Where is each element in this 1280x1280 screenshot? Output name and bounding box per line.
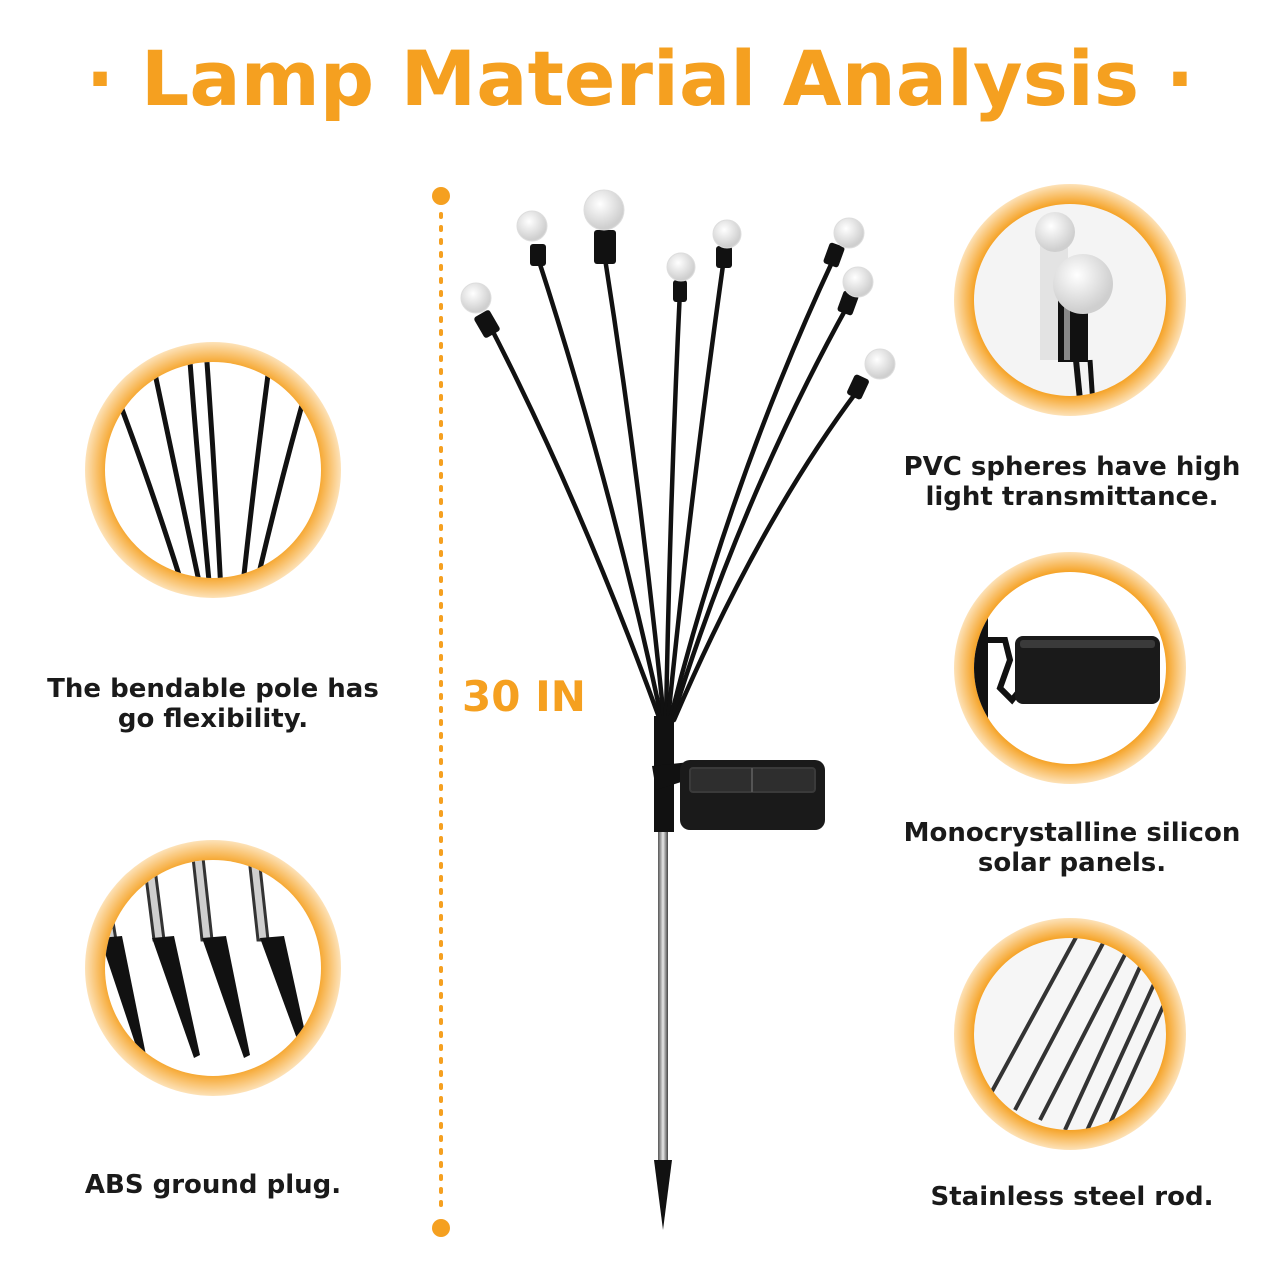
height-label: 30 IN xyxy=(462,672,586,721)
solar-panel-caption: Monocrystalline silicon solar panels. xyxy=(884,818,1260,878)
caption-line: go flexibility. xyxy=(117,704,309,734)
caption-line: solar panels. xyxy=(977,848,1167,878)
steel-rod-caption: Stainless steel rod. xyxy=(884,1182,1260,1212)
steel-rod-detail-circle xyxy=(954,918,1186,1150)
caption-line: ABS ground plug. xyxy=(84,1170,342,1200)
firefly-lamp xyxy=(460,189,896,1230)
flexible-pole-caption: The bendable pole has go flexibility. xyxy=(18,674,408,734)
caption-line: Stainless steel rod. xyxy=(930,1182,1214,1212)
pvc-sphere-caption: PVC spheres have high light transmittanc… xyxy=(884,452,1260,512)
caption-line: Monocrystalline silicon xyxy=(903,818,1241,848)
height-dimension-line xyxy=(432,187,450,1237)
caption-line: The bendable pole has xyxy=(47,674,379,704)
ground-plug-caption: ABS ground plug. xyxy=(18,1170,408,1200)
flexible-pole-detail-circle xyxy=(85,342,341,598)
caption-line: PVC spheres have high xyxy=(903,452,1241,482)
solar-panel-detail-circle xyxy=(954,552,1186,784)
pvc-sphere-detail-circle xyxy=(954,184,1186,416)
caption-line: light transmittance. xyxy=(925,482,1219,512)
page-title: · Lamp Material Analysis · xyxy=(85,34,1195,123)
ground-plug-detail-circle xyxy=(85,840,341,1096)
